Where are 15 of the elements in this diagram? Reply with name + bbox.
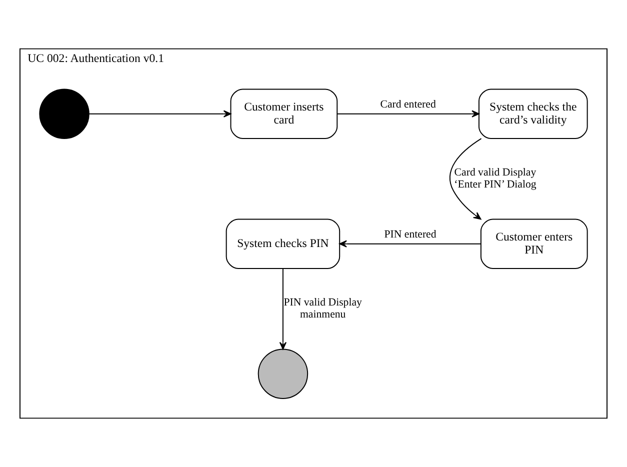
node-box: System checks PIN xyxy=(226,218,340,269)
node-circle xyxy=(39,88,90,139)
edge-label: Card valid Display ‘Enter PIN’ Dialog xyxy=(454,166,536,190)
node-box: Customer enters PIN xyxy=(480,218,588,269)
edge-label: PIN valid Display mainmenu xyxy=(284,296,362,321)
node-box: System checks the card’s validity xyxy=(478,88,588,139)
arrow xyxy=(88,110,232,118)
edge-label: Card entered xyxy=(380,98,436,111)
edge-label: PIN entered xyxy=(384,228,436,241)
arrow xyxy=(279,268,287,350)
arrow xyxy=(450,138,482,220)
arrow xyxy=(336,110,480,118)
arrow xyxy=(339,240,482,248)
node-box: Customer inserts card xyxy=(230,88,338,139)
node-circle xyxy=(258,348,308,399)
